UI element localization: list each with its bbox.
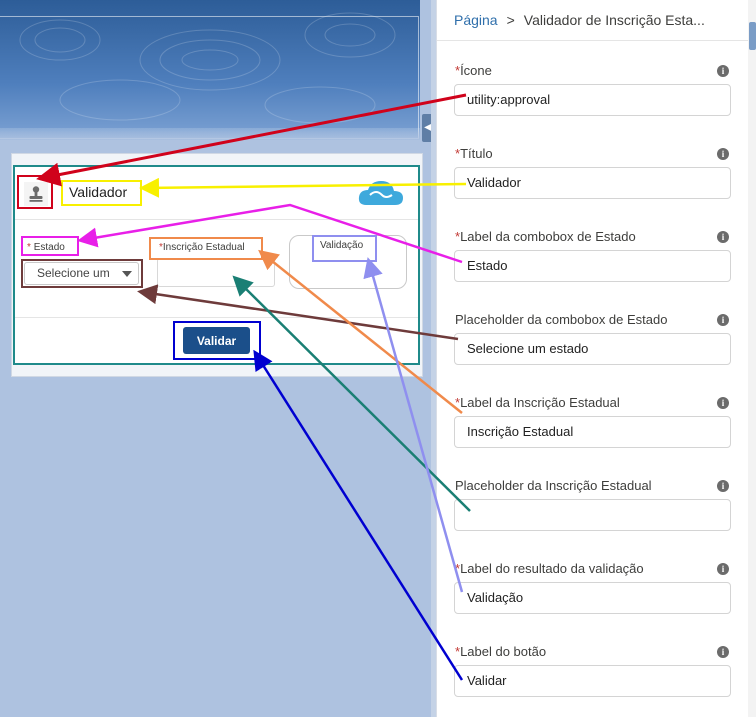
prop-label-ie-placeholder: Placeholder da Inscrição Estadual <box>455 478 652 493</box>
info-icon[interactable]: i <box>717 480 729 492</box>
card-footer-divider <box>15 317 418 318</box>
panel-scrollbar[interactable] <box>748 0 756 717</box>
prop-label-ie: *Label da Inscrição Estadual <box>455 395 620 410</box>
info-icon[interactable]: i <box>717 563 729 575</box>
prop-label-botao: *Label do botão <box>455 644 547 659</box>
validation-result-label: Validação <box>320 240 364 251</box>
breadcrumb-current: Validador de Inscrição Esta... <box>523 12 705 28</box>
cloud-icon <box>358 181 403 205</box>
breadcrumb: Página > Validador de Inscrição Esta... <box>454 12 705 28</box>
preview-canvas: ◀ Validador * Estado Selecione um *Inscr… <box>0 0 436 717</box>
validate-button[interactable]: Validar <box>183 327 250 354</box>
card-header-divider <box>15 219 418 220</box>
prop-label-estado-placeholder: Placeholder da combobox de Estado <box>455 312 668 327</box>
chevron-down-icon <box>122 271 132 277</box>
prop-input-ie[interactable]: Inscrição Estadual <box>454 416 731 448</box>
banner-frame <box>0 16 419 139</box>
prop-input-estado-placeholder[interactable]: Selecione um estado <box>454 333 731 365</box>
info-icon[interactable]: i <box>717 397 729 409</box>
prop-input-botao[interactable]: Validar <box>454 665 731 697</box>
banner-fade <box>0 128 420 140</box>
breadcrumb-root-link[interactable]: Página <box>454 12 498 28</box>
prop-input-icone[interactable]: utility:approval <box>454 84 731 116</box>
prop-label-resultado: *Label do resultado da validação <box>455 561 644 576</box>
estado-combobox-placeholder: Selecione um <box>37 266 110 280</box>
prop-label-estado: *Label da combobox de Estado <box>455 229 636 244</box>
info-icon[interactable]: i <box>717 65 729 77</box>
prop-label-icone: *Ícone <box>455 63 492 78</box>
breadcrumb-divider <box>437 40 748 41</box>
card-title: Validador <box>69 184 128 200</box>
breadcrumb-separator: > <box>506 12 515 28</box>
info-icon[interactable]: i <box>717 148 729 160</box>
prop-input-titulo[interactable]: Validador <box>454 167 731 199</box>
info-icon[interactable]: i <box>717 646 729 658</box>
approval-stamp-icon <box>24 182 48 206</box>
info-icon[interactable]: i <box>717 314 729 326</box>
estado-combobox[interactable]: Selecione um <box>24 262 139 285</box>
info-icon[interactable]: i <box>717 231 729 243</box>
prop-label-titulo: *Título <box>455 146 493 161</box>
prop-input-resultado[interactable]: Validação <box>454 582 731 614</box>
prop-input-ie-placeholder[interactable] <box>454 499 731 531</box>
inscricao-estadual-input[interactable] <box>157 258 275 287</box>
prop-input-estado[interactable]: Estado <box>454 250 731 282</box>
inscricao-estadual-label: *Inscrição Estadual <box>159 242 245 253</box>
panel-scrollbar-thumb[interactable] <box>749 22 756 50</box>
estado-label: * Estado <box>27 242 65 253</box>
